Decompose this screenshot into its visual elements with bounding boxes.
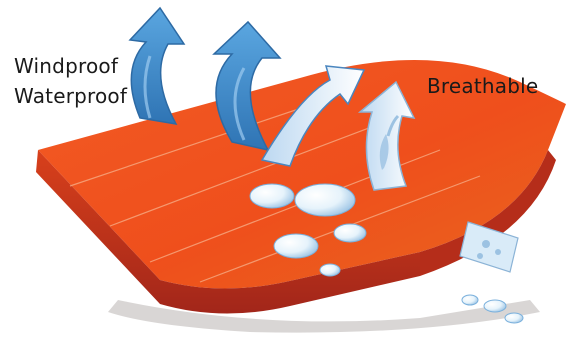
wind-arrow-icon: [212, 20, 282, 152]
breathable-label: Breathable: [427, 74, 539, 98]
vapor-arrow-icon: [459, 221, 519, 273]
wind-arrow-icon: [260, 65, 366, 167]
waterproof-label: Waterproof: [14, 84, 128, 108]
fabric-right-edge: [420, 150, 556, 276]
water-droplet-icon: [461, 294, 524, 324]
fabric-front-edge: [36, 150, 420, 314]
water-droplet-icon: [249, 183, 367, 277]
fabric-shadow: [108, 300, 540, 333]
windproof-label: Windproof: [14, 54, 119, 78]
vapor-arrow-icon: [357, 80, 416, 191]
wind-arrow-icon: [128, 6, 186, 125]
